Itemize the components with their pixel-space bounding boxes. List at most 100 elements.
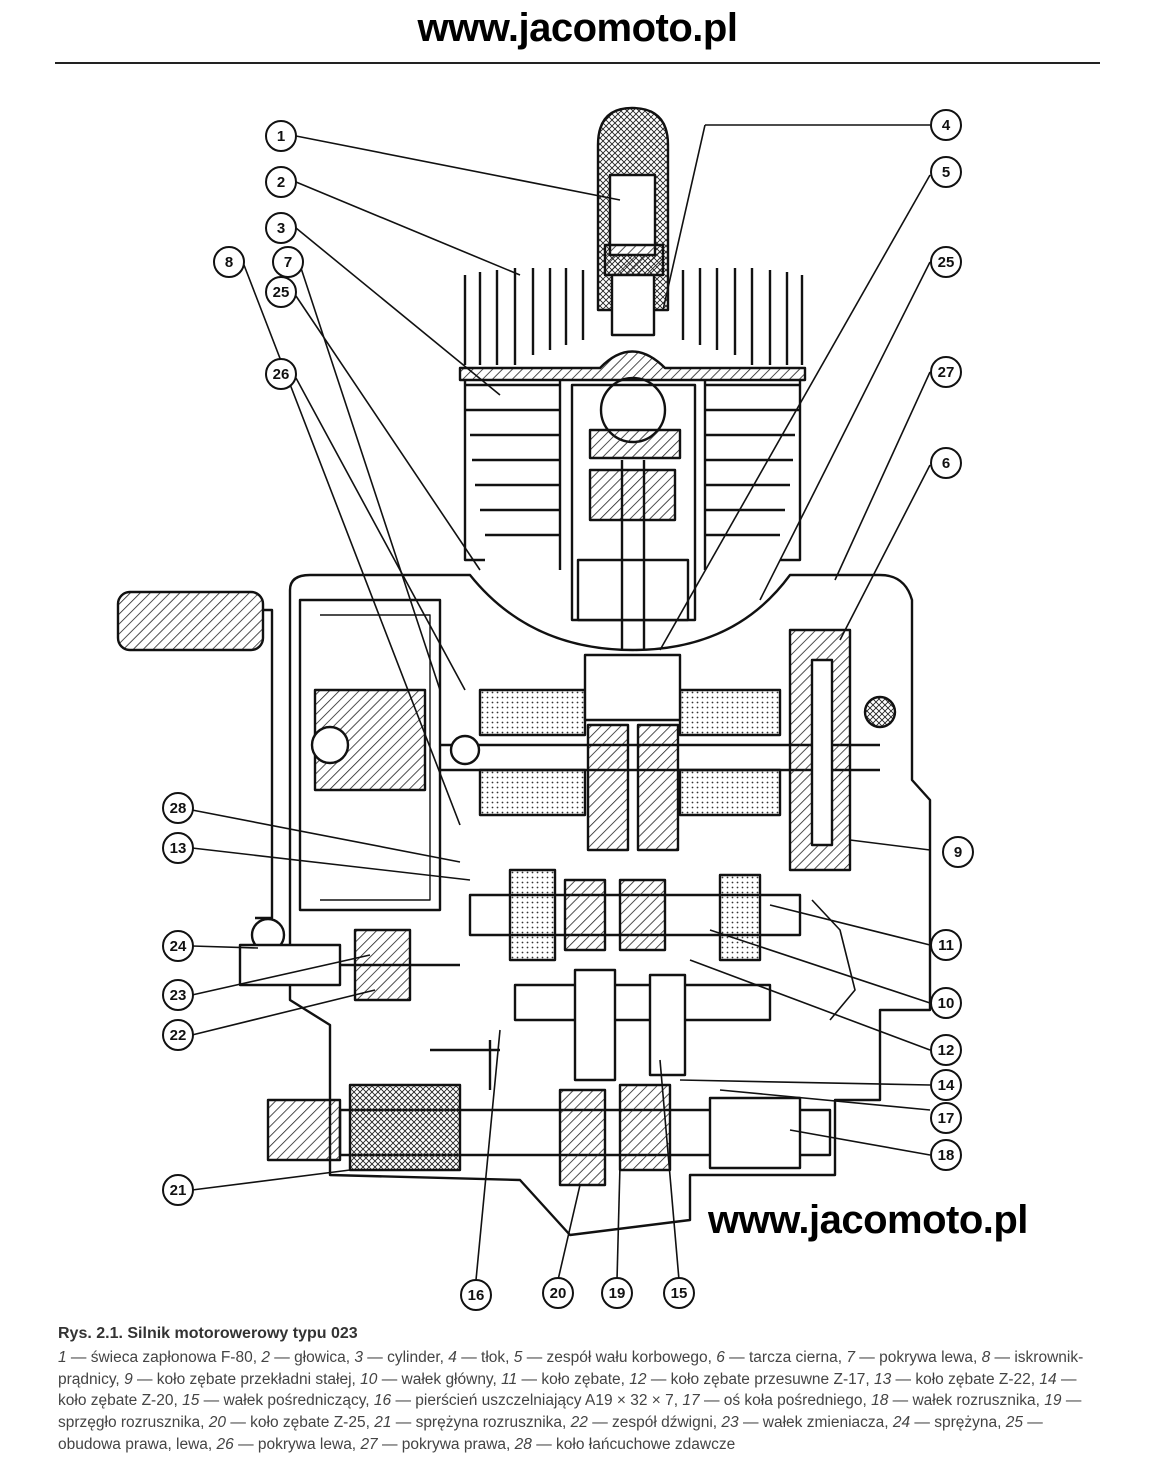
svg-text:17: 17 — [938, 1110, 955, 1127]
caption-legend: 1 — świeca zapłonowa F-80, 2 — głowica, … — [58, 1349, 1083, 1453]
caption-item-number: 5 — [513, 1348, 523, 1366]
piston — [570, 376, 697, 622]
caption-item-number: 19 — [1044, 1392, 1062, 1410]
svg-text:28: 28 — [170, 800, 187, 817]
caption-item-number: 15 — [182, 1392, 200, 1410]
svg-text:8: 8 — [225, 254, 233, 271]
callout-5: 5 — [930, 156, 962, 188]
caption-item-number: 8 — [981, 1348, 991, 1366]
callout-27: 27 — [930, 356, 962, 388]
svg-text:18: 18 — [938, 1147, 955, 1164]
callout-7: 7 — [272, 246, 304, 278]
connecting-rod — [620, 460, 646, 650]
gearbox — [468, 868, 802, 1082]
header-rule — [55, 62, 1100, 64]
svg-text:16: 16 — [468, 1287, 485, 1304]
svg-text:24: 24 — [170, 938, 187, 955]
callout-13: 13 — [162, 832, 194, 864]
caption-item-text: — tarcza cierna, — [724, 1348, 847, 1366]
caption-item-text: — pierścień uszczelniający A19 × 32 × 7, — [391, 1392, 683, 1410]
svg-text:12: 12 — [938, 1042, 955, 1059]
caption-item-number: 28 — [514, 1435, 532, 1453]
svg-text:9: 9 — [954, 844, 962, 861]
callout-3: 3 — [265, 212, 297, 244]
caption-item-number: 9 — [124, 1370, 133, 1388]
callout-4: 4 — [930, 109, 962, 141]
svg-text:14: 14 — [938, 1077, 955, 1094]
caption-item-text: — tłok, — [456, 1348, 514, 1366]
cylinder-barrel — [463, 380, 802, 570]
svg-text:6: 6 — [942, 455, 950, 472]
crankshaft — [440, 653, 880, 852]
caption-item-number: 17 — [682, 1392, 700, 1410]
caption-item-text: — sprzęgło rozrusznika, — [58, 1392, 1082, 1432]
callout-22: 22 — [162, 1019, 194, 1051]
caption-item-number: 11 — [501, 1370, 518, 1388]
callouts: 1 2 3 25 26 8 7 28 13 24 23 22 21 4 5 25… — [162, 109, 974, 1311]
caption-item-number: 23 — [721, 1414, 739, 1432]
svg-text:10: 10 — [938, 995, 955, 1012]
caption-item-text: — głowica, — [269, 1348, 355, 1366]
caption-title: Rys. 2.1. Silnik motorowerowy typu 023 — [58, 1325, 358, 1342]
magneto-cover — [298, 598, 442, 912]
caption-item-text: — sprężyna, — [910, 1414, 1006, 1432]
svg-text:4: 4 — [942, 117, 951, 134]
caption-item-number: 1 — [58, 1348, 67, 1366]
caption-item-text: — pokrywa lewa, — [854, 1348, 982, 1366]
caption-item-number: 24 — [892, 1414, 911, 1432]
caption-item-text: — iskrownik-prądnicy, — [58, 1348, 1084, 1388]
caption-item-number: 22 — [570, 1414, 588, 1432]
callout-10: 10 — [930, 987, 962, 1019]
svg-text:19: 19 — [609, 1285, 626, 1302]
caption-item-text: — cylinder, — [363, 1348, 449, 1366]
caption-item-number: 16 — [373, 1392, 392, 1410]
callout-25-left: 25 — [265, 276, 297, 308]
caption-item-number: 4 — [448, 1348, 457, 1366]
caption-item-text: — pokrywa lewa, — [233, 1435, 361, 1453]
callout-14: 14 — [930, 1069, 962, 1101]
caption-item-text: — koło zębate, — [517, 1370, 630, 1388]
caption-item-text: — oś koła pośredniego, — [699, 1392, 872, 1410]
caption-item-number: 13 — [873, 1370, 892, 1388]
caption-item-text: — świeca zapłonowa F-80, — [66, 1348, 262, 1366]
callout-8: 8 — [213, 246, 245, 278]
selector-shaft — [238, 928, 460, 1002]
caption-item-text: — obudowa prawa, lewa, — [58, 1414, 1043, 1453]
caption-item-text: — wałek główny, — [377, 1370, 502, 1388]
kickstarter-shaft — [266, 1040, 832, 1187]
callout-16: 16 — [460, 1279, 492, 1311]
callout-12: 12 — [930, 1034, 962, 1066]
caption-item-text: — koło zębate przekładni stałej, — [132, 1370, 361, 1388]
caption-item-number: 27 — [360, 1435, 378, 1453]
svg-text:22: 22 — [170, 1027, 187, 1044]
callout-9: 9 — [942, 836, 974, 868]
callout-25-right: 25 — [930, 246, 962, 278]
caption-item-number: 25 — [1005, 1414, 1023, 1432]
caption-item-text: — zespół dźwigni, — [587, 1414, 722, 1432]
callout-24: 24 — [162, 930, 194, 962]
svg-text:2: 2 — [277, 174, 285, 191]
caption-item-number: 21 — [374, 1414, 392, 1432]
figure-caption: Rys. 2.1. Silnik motorowerowy typu 023 1… — [58, 1323, 1108, 1456]
callout-26: 26 — [265, 358, 297, 390]
callout-6: 6 — [930, 447, 962, 479]
caption-item-number: 3 — [354, 1348, 363, 1366]
caption-item-text: — wałek zmieniacza, — [738, 1414, 893, 1432]
callout-28: 28 — [162, 792, 194, 824]
callout-2: 2 — [265, 166, 297, 198]
caption-item-text: — koło zębate Z-25, — [226, 1414, 375, 1432]
caption-item-number: 7 — [846, 1348, 855, 1366]
caption-item-number: 10 — [360, 1370, 378, 1388]
caption-item-text: — wałek rozrusznika, — [888, 1392, 1045, 1410]
callout-20: 20 — [542, 1277, 574, 1309]
callout-18: 18 — [930, 1139, 962, 1171]
caption-item-text: — wałek pośredniczący, — [199, 1392, 374, 1410]
caption-item-text: — zespół wału korbowego, — [522, 1348, 717, 1366]
svg-text:23: 23 — [170, 987, 187, 1004]
caption-item-number: 26 — [216, 1435, 234, 1453]
svg-text:15: 15 — [671, 1285, 688, 1302]
caption-item-number: 18 — [871, 1392, 889, 1410]
caption-item-text: — koło zębate Z-20, — [58, 1370, 1077, 1410]
caption-item-number: 2 — [261, 1348, 270, 1366]
